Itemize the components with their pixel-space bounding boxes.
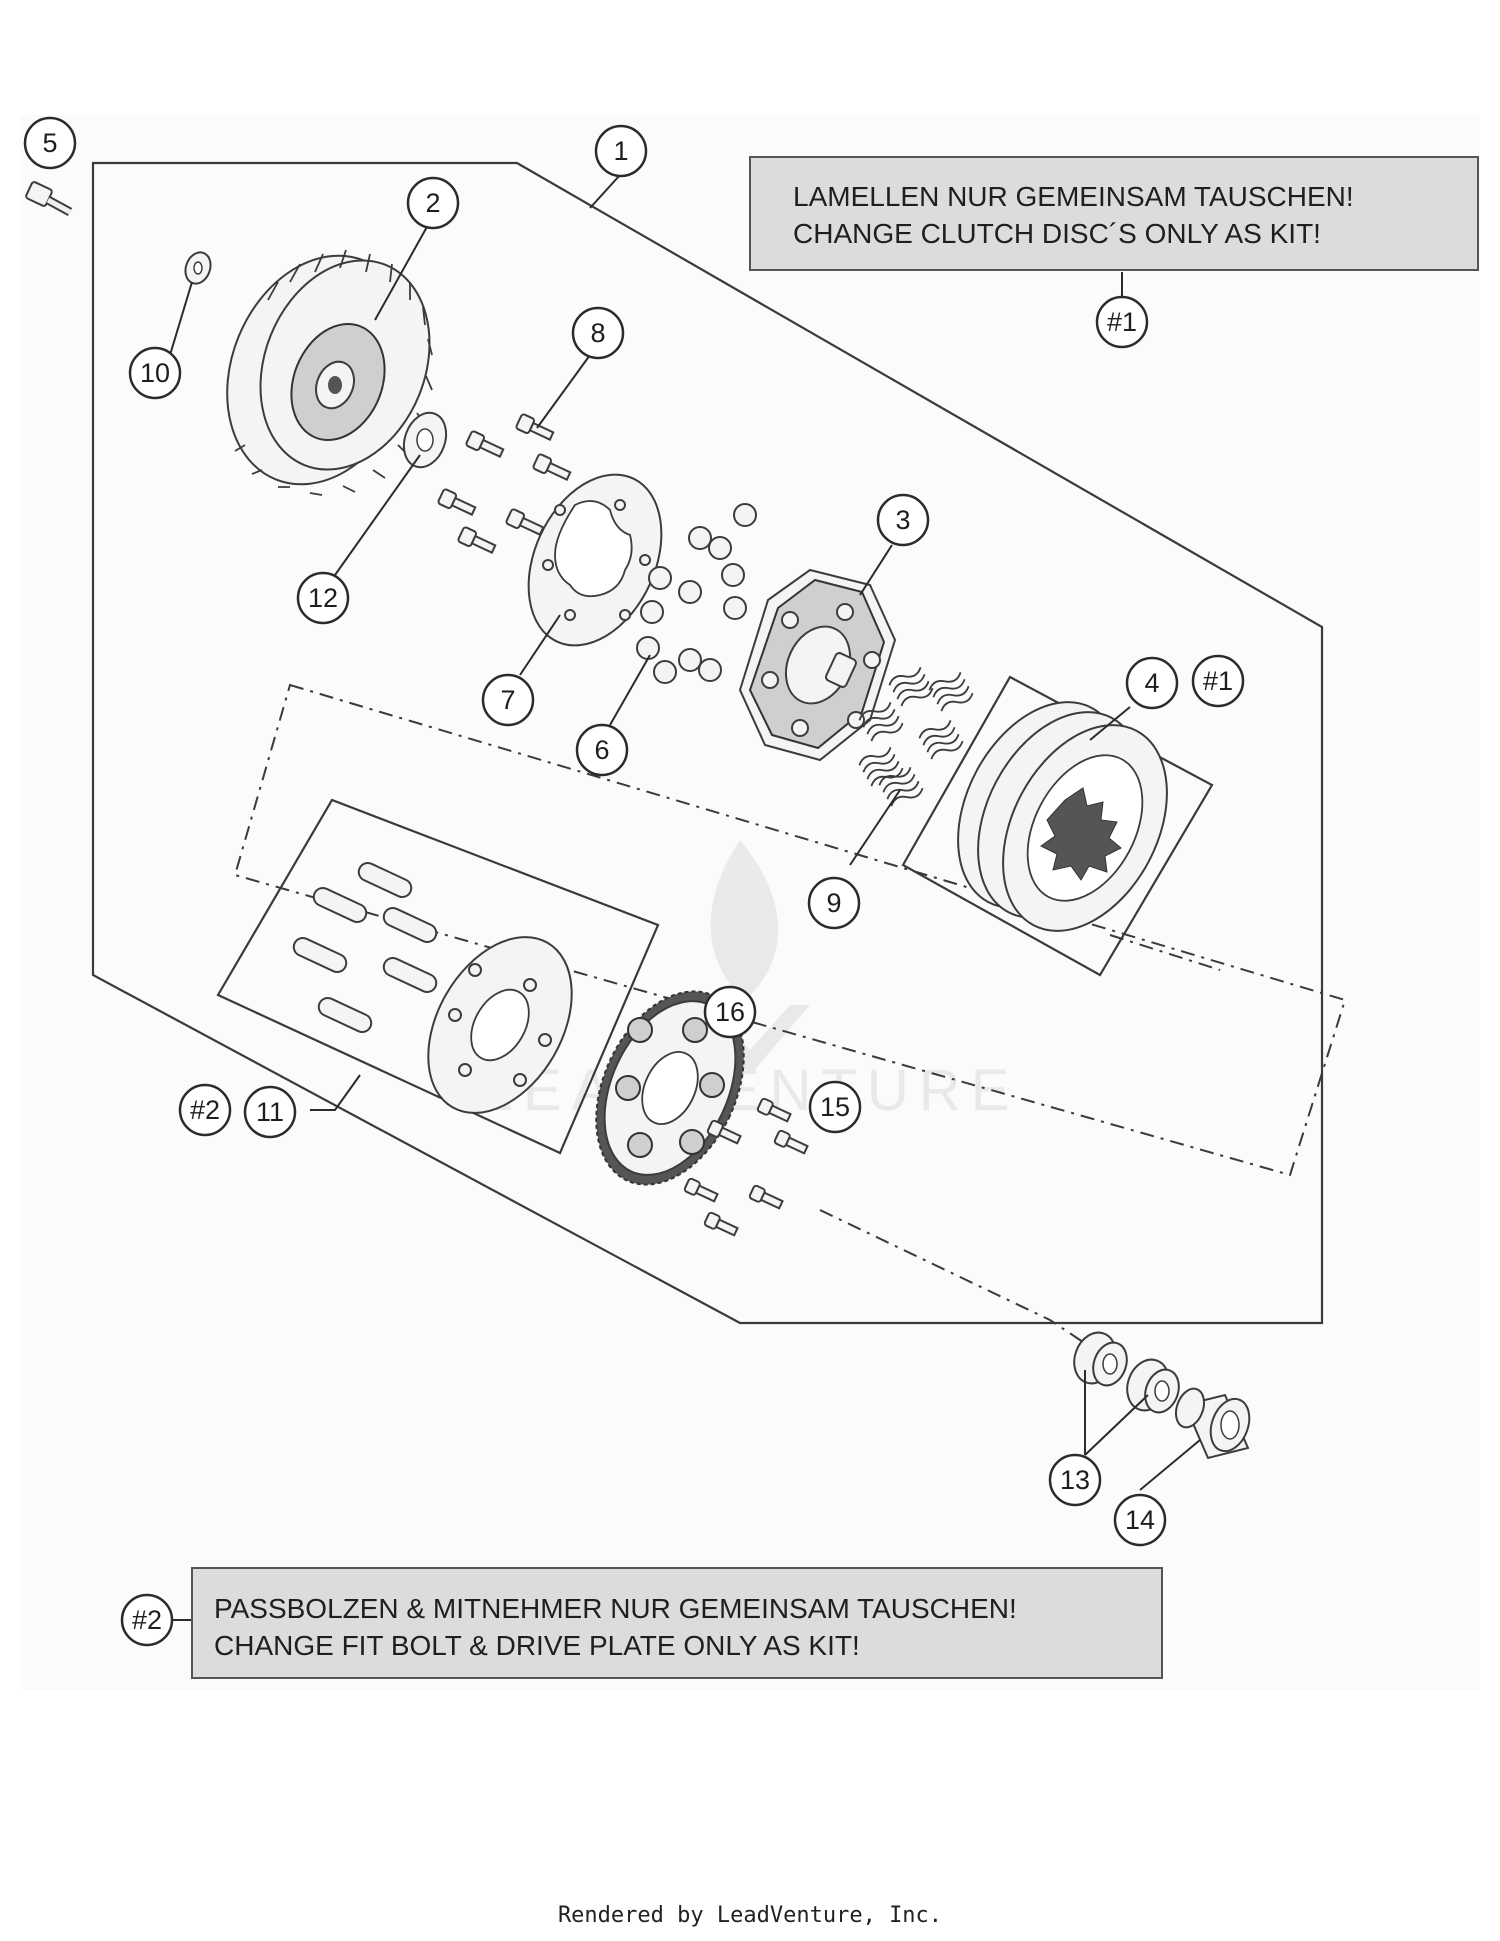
callout-4: 4 [1125, 656, 1179, 710]
note-2-ref-callout: #2 [120, 1593, 174, 1647]
leadventure-watermark: LEADVENTURE [481, 840, 1020, 1123]
callout-4-label: 4 [1144, 668, 1159, 698]
clutch-discs-part-4 [957, 701, 1168, 932]
callout-12: 12 [296, 571, 350, 625]
note-2-box: PASSBOLZEN & MITNEHMER NUR GEMEINSAM TAU… [191, 1567, 1163, 1679]
callout-8-label: 8 [590, 318, 605, 348]
clutch-basket-part-2 [226, 249, 433, 496]
note-2-line-1: PASSBOLZEN & MITNEHMER NUR GEMEINSAM TAU… [214, 1593, 1017, 1624]
plate-part-7 [527, 473, 663, 647]
leader-14 [1139, 1439, 1201, 1491]
callout-3-label: 3 [895, 505, 910, 535]
leader-9 [849, 789, 901, 866]
callout-11: 11 [243, 1085, 297, 1139]
callout-7: 7 [481, 673, 535, 727]
springs-part-9 [858, 667, 974, 807]
leader-8 [536, 354, 591, 429]
balls-part-6 [636, 503, 757, 684]
leader-13b [1084, 1394, 1149, 1456]
leader-1 [589, 174, 621, 209]
callout-7-label: 7 [500, 685, 515, 715]
watermark-text: LEADVENTURE [481, 1058, 1020, 1123]
callout-ref-1-label: #1 [1203, 666, 1233, 696]
callout-ref-2-part-11: #2 [178, 1083, 232, 1137]
leader-11 [310, 1074, 361, 1111]
callout-ref-1-part-4: #1 [1191, 654, 1245, 708]
callout-6-label: 6 [594, 735, 609, 765]
callout-3: 3 [876, 493, 930, 547]
note-2-ref-label: #2 [132, 1605, 162, 1635]
leader-6 [609, 654, 651, 726]
callout-9: 9 [807, 876, 861, 930]
note-1-box: LAMELLEN NUR GEMEINSAM TAUSCHEN! CHANGE … [749, 156, 1479, 271]
callout-8: 8 [571, 306, 625, 360]
clutch-hub-part-3 [738, 568, 897, 762]
footer-credit: Rendered by LeadVenture, Inc. [557, 1903, 943, 1928]
fit-bolts-drive-plate-part-11 [292, 861, 573, 1114]
note-1-ref-label: #1 [1107, 307, 1137, 337]
callout-2: 2 [406, 176, 460, 230]
callout-13: 13 [1048, 1453, 1102, 1507]
callout-10-label: 10 [140, 358, 170, 388]
callout-9-label: 9 [826, 888, 841, 918]
callout-1-label: 1 [613, 136, 628, 166]
callout-ref-2-label: #2 [190, 1095, 220, 1125]
callout-15-label: 15 [820, 1092, 850, 1122]
dashed-axis-line-2 [1109, 934, 1221, 971]
leader-2 [374, 224, 429, 321]
screws-part-15 [683, 1097, 809, 1237]
callout-10: 10 [128, 346, 182, 400]
callout-15: 15 [808, 1080, 862, 1134]
callout-1: 1 [594, 124, 648, 178]
note-2-line-2: CHANGE FIT BOLT & DRIVE PLATE ONLY AS KI… [214, 1630, 860, 1661]
note-1-line-1: LAMELLEN NUR GEMEINSAM TAUSCHEN! [793, 181, 1354, 212]
thrust-washer-part-12 [402, 411, 448, 469]
leader-12 [334, 454, 421, 576]
callout-14: 14 [1113, 1493, 1167, 1547]
clutch-disc-kit-outline [901, 675, 1214, 977]
screws-part-8 [437, 413, 572, 554]
leader-7 [519, 614, 561, 676]
callout-16: 16 [703, 985, 757, 1039]
bushing-part-14 [1174, 1387, 1251, 1460]
note-1-line-2: CHANGE CLUTCH DISC´S ONLY AS KIT! [793, 218, 1321, 249]
callout-12-label: 12 [308, 583, 338, 613]
gear-part-16 [595, 990, 745, 1186]
assembly-outline [91, 161, 1324, 1325]
bolt-part-5 [25, 181, 73, 216]
dashed-axis-line [819, 1209, 1096, 1351]
watermark-flame-icon [710, 840, 779, 1000]
callout-13-label: 13 [1060, 1465, 1090, 1495]
callout-11-label: 11 [256, 1097, 284, 1127]
leader-4 [1089, 706, 1131, 741]
leader-3 [859, 544, 893, 596]
callout-14-label: 14 [1125, 1505, 1155, 1535]
leader-10 [169, 281, 193, 356]
callout-16-label: 16 [715, 997, 745, 1027]
callout-6: 6 [575, 723, 629, 777]
callout-2-label: 2 [425, 188, 440, 218]
callout-5-label: 5 [42, 128, 57, 158]
note-1-ref-callout: #1 [1095, 295, 1149, 349]
callout-5: 5 [23, 116, 77, 170]
